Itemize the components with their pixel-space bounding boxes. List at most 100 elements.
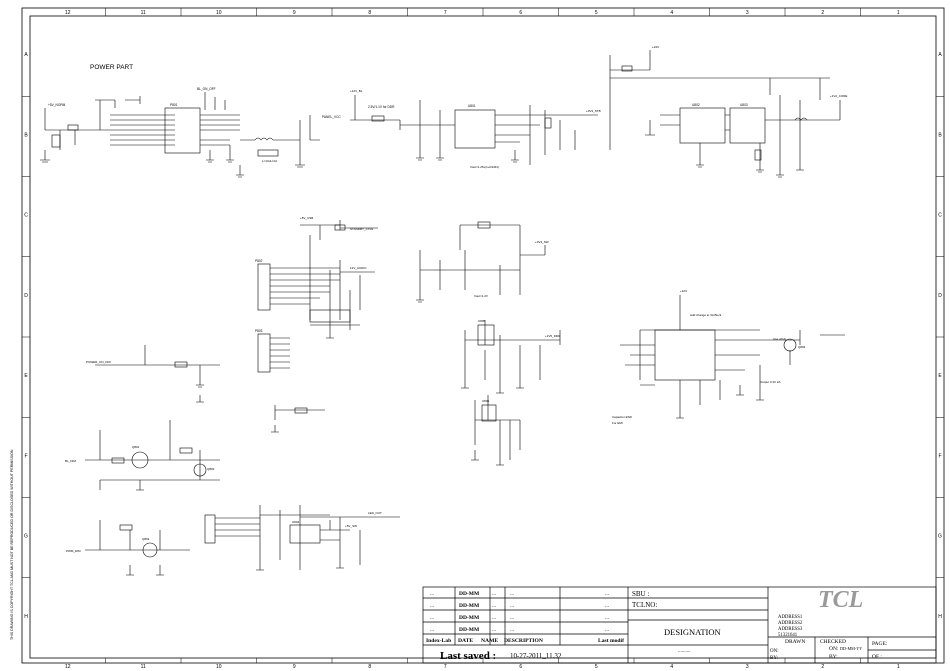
net-label-12v-bl: +12V_BL	[350, 89, 363, 93]
zone-bottom-7: 7	[444, 664, 447, 670]
note-buck-change: Add change to 3A Buck	[690, 313, 722, 317]
connector-p804	[204, 514, 216, 544]
zone-top-3: 3	[746, 10, 749, 16]
connector-p802	[257, 263, 271, 311]
net-label-pwm-dim: PWM_DIM	[66, 549, 81, 553]
zone-top-4: 4	[670, 10, 673, 16]
note-47uf: Use 47uF	[773, 337, 786, 341]
ic-u805	[477, 324, 495, 346]
zone-top-9: 9	[293, 10, 296, 16]
net-label-3v3-stb: +3V3_STB	[586, 109, 601, 113]
net-label-standby: STANDBY_CTRL	[350, 227, 374, 231]
by-label-left: BY:	[770, 656, 778, 661]
rev-row-index: ...	[430, 627, 435, 633]
net-label-panel-vcc: PANEL_VCC	[322, 115, 341, 119]
section-power-on: POWER_ON_OFF	[86, 345, 220, 403]
note-output-3v3: Output 3.3V 2A	[760, 380, 781, 384]
title-block	[422, 586, 937, 664]
zone-bottom-1: 1	[897, 664, 900, 670]
on-value: DD-MM-YY	[840, 646, 862, 651]
section-ldo-2: +1V5_DDR	[461, 320, 561, 394]
rev-row-date: DD-MM	[459, 591, 480, 597]
rev-row-date: DD-MM	[459, 615, 480, 621]
zone-top-12: 12	[65, 10, 71, 16]
zone-bottom-6: 6	[519, 664, 522, 670]
zone-top-7: 7	[444, 10, 447, 16]
zone-right-C: C	[938, 213, 942, 219]
section-small-resistor	[271, 405, 325, 433]
rev-row-index: ...	[430, 603, 435, 609]
label-q801: Q801	[132, 445, 140, 449]
on-label: ON:	[829, 646, 839, 652]
rev-row-index: ...	[430, 615, 435, 621]
transistor-q804	[783, 338, 797, 352]
net-label-5v-sw: +5V_SW	[345, 524, 357, 528]
zone-bottom-11: 11	[141, 664, 146, 670]
net-label-12v: +12V	[680, 289, 687, 293]
note-esr: Capacitor ESR	[612, 415, 633, 419]
zone-bottom-12: 12	[65, 664, 71, 670]
zone-top-2: 2	[821, 10, 824, 16]
address-line-4: 51321641	[778, 633, 798, 638]
on-label-left: ON:	[770, 649, 779, 654]
rev-row-last: ...	[605, 591, 610, 597]
zone-bottom-10: 10	[216, 664, 222, 670]
designation-dots: ..........	[678, 649, 691, 654]
outer-frame	[21, 7, 945, 664]
tb-header-index: Index-Lab	[426, 638, 451, 644]
ic-u802	[679, 107, 726, 144]
rev-row-desc: ...	[510, 615, 515, 621]
net-label-1v2-core: +1V2_CORE	[830, 94, 847, 98]
tb-header-date: DATE	[458, 638, 473, 644]
rev-row-desc: ...	[510, 603, 515, 609]
zone-left-E: E	[24, 373, 28, 379]
copyright-side-note: THIS DRAWING IS COPYRIGHT TCL AND MUST N…	[10, 449, 14, 640]
label-u806: U806	[482, 399, 490, 403]
zone-left-B: B	[24, 132, 28, 138]
address-line-1: ADDRESS1	[778, 615, 803, 620]
zone-top-8: 8	[368, 10, 371, 16]
net-label-bl-on-off: BL_ON_OFF	[197, 87, 216, 91]
zone-left-H: H	[24, 614, 28, 620]
rev-row-date: DD-MM	[459, 603, 480, 609]
last-saved-value: 10-27-2011_11.32	[510, 652, 562, 660]
section-panel-connector: +5V_USB STANDBY_CTRL P802 12V_AUDIO P803	[255, 216, 378, 373]
net-label-bl-dim: BL_DIM	[65, 459, 76, 463]
tb-header-name: NAME	[481, 638, 498, 644]
section-bl-switch: BL_DIM Q801	[65, 420, 220, 491]
zone-right-D: D	[938, 293, 942, 299]
drawn-label: DRAWN	[785, 639, 805, 645]
zone-left-C: C	[24, 213, 28, 219]
zone-top-1: 1	[897, 10, 900, 16]
net-label-24v: +24V	[652, 45, 659, 49]
section-ldo-3	[471, 395, 521, 466]
section-ddr-regulator: 2.5V/1.1V for DDR +12V_BL U801 +3V3_STB …	[350, 89, 601, 169]
zone-bottom-3: 3	[746, 664, 749, 670]
zone-bottom-2: 2	[821, 664, 824, 670]
ic-u801	[454, 109, 496, 149]
label-q802: Q802	[207, 467, 215, 471]
last-saved-label: Last saved :	[440, 650, 496, 662]
page-title: POWER PART	[90, 64, 133, 71]
net-label-power-on-off: POWER_ON_OFF	[86, 360, 111, 364]
zone-right-F: F	[938, 453, 941, 459]
tcl-logo: TCL	[818, 587, 863, 613]
section-buck-converter: +24V U802 U803 +1V2_CORE	[609, 45, 847, 178]
section-main-regulator: +12V Add change to 3A Buck Use 47uF Outp…	[612, 289, 845, 425]
rev-row-date: DD-MM	[459, 627, 480, 633]
net-label-12v-audio: 12V_AUDIO	[350, 266, 367, 270]
rev-row-last: ...	[605, 615, 610, 621]
rev-row-desc: ...	[510, 591, 515, 597]
label-u804: U804	[292, 520, 300, 524]
section-pwm-switch: PWM_DIM Q803	[66, 520, 190, 576]
connector-p801	[164, 107, 201, 154]
zone-right-B: B	[938, 132, 942, 138]
zone-bottom-5: 5	[595, 664, 598, 670]
label-q804: Q804	[798, 345, 806, 349]
zone-top-5: 5	[595, 10, 598, 16]
zone-right-G: G	[938, 534, 942, 540]
